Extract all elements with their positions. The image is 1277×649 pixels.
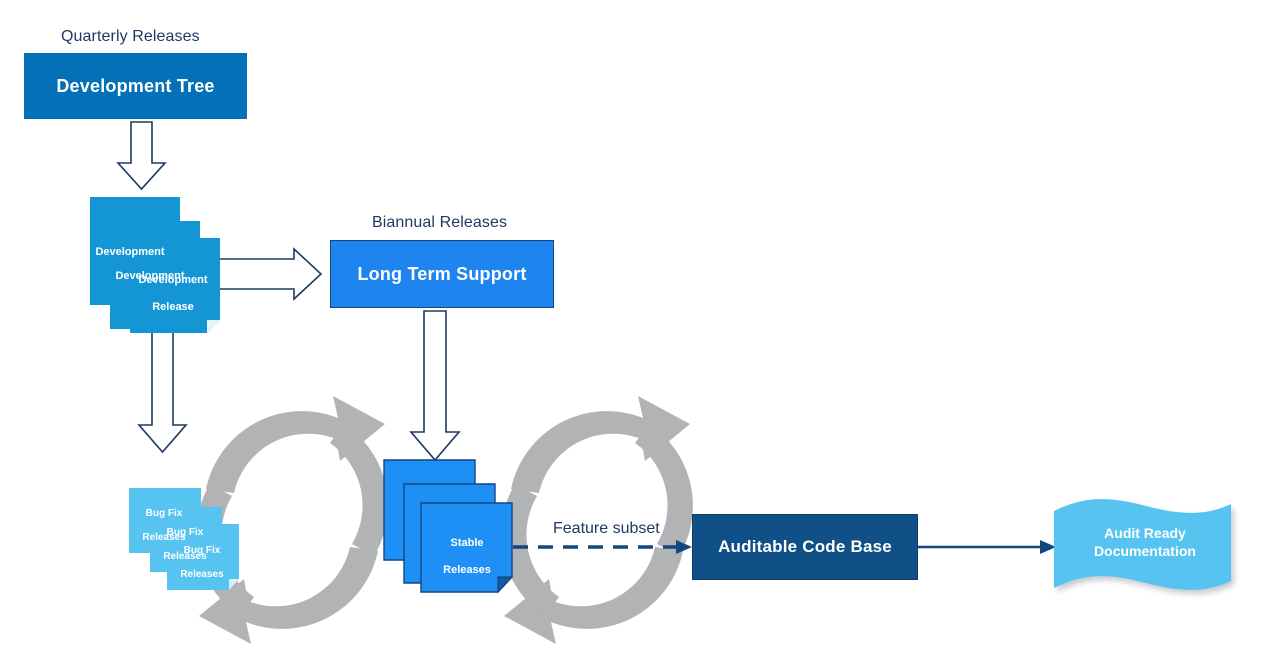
edge-label-feature-subset: Feature subset (553, 520, 660, 537)
block-arrow-devtree-to-devrelease (116, 121, 167, 191)
bug-fix-doc-back: Bug Fix Releases (129, 488, 199, 563)
audit-ready-label-line2: Documentation (1094, 542, 1196, 559)
development-release-label-line1: Development (138, 274, 208, 287)
bug-fix-doc-back-line2: Releases (142, 531, 186, 543)
node-long-term-support[interactable]: Long Term Support (330, 240, 554, 308)
development-release-doc-back: Development (89, 198, 171, 308)
development-release-doc-back-label: Development (95, 246, 165, 259)
development-release-documents (90, 197, 220, 333)
development-release-doc-middle: Development (109, 222, 191, 332)
bug-fix-doc-middle: Bug Fix Releases (150, 507, 220, 582)
audit-ready-label-line1: Audit Ready (1104, 525, 1186, 541)
bug-fix-releases-documents (129, 488, 239, 590)
stable-releases-documents (383, 459, 514, 594)
bug-fix-doc-middle-line1: Bug Fix (166, 526, 204, 538)
development-release-label-line2: Release (152, 300, 194, 313)
stable-releases-doc-front: Stable Releases (421, 505, 513, 609)
bug-fix-releases-label-line2: Releases (180, 568, 224, 580)
development-release-doc-middle-label: Development (115, 270, 185, 283)
block-arrow-devrelease-to-bugfix (137, 330, 188, 454)
node-development-tree[interactable]: Development Tree (24, 53, 247, 119)
solid-arrow-acb-to-documentation (918, 540, 1056, 554)
stable-releases-label-line2: Releases (443, 563, 491, 576)
caption-quarterly-releases: Quarterly Releases (61, 28, 200, 45)
node-development-release-stack[interactable]: Development Development Development Rele… (88, 195, 238, 335)
bug-fix-doc-middle-line2: Releases (163, 550, 207, 562)
caption-biannual-releases: Biannual Releases (372, 214, 508, 231)
stable-releases-label-line1: Stable (450, 537, 484, 550)
node-stable-releases-stack[interactable]: Stable Releases (383, 459, 523, 594)
bug-fix-doc-front: Bug Fix Releases (167, 525, 237, 600)
block-arrow-lts-to-stable (409, 310, 461, 462)
node-bug-fix-releases-stack[interactable]: Bug Fix Releases Bug Fix Releases Bug Fi… (128, 487, 253, 592)
bug-fix-doc-back-line1: Bug Fix (145, 507, 183, 519)
bug-fix-releases-label-line1: Bug Fix (183, 544, 221, 556)
development-release-doc-front: Development Release (132, 239, 214, 349)
node-audit-ready-documentation[interactable]: Audit Ready Documentation (1060, 525, 1230, 560)
node-auditable-code-base[interactable]: Auditable Code Base (692, 514, 918, 580)
